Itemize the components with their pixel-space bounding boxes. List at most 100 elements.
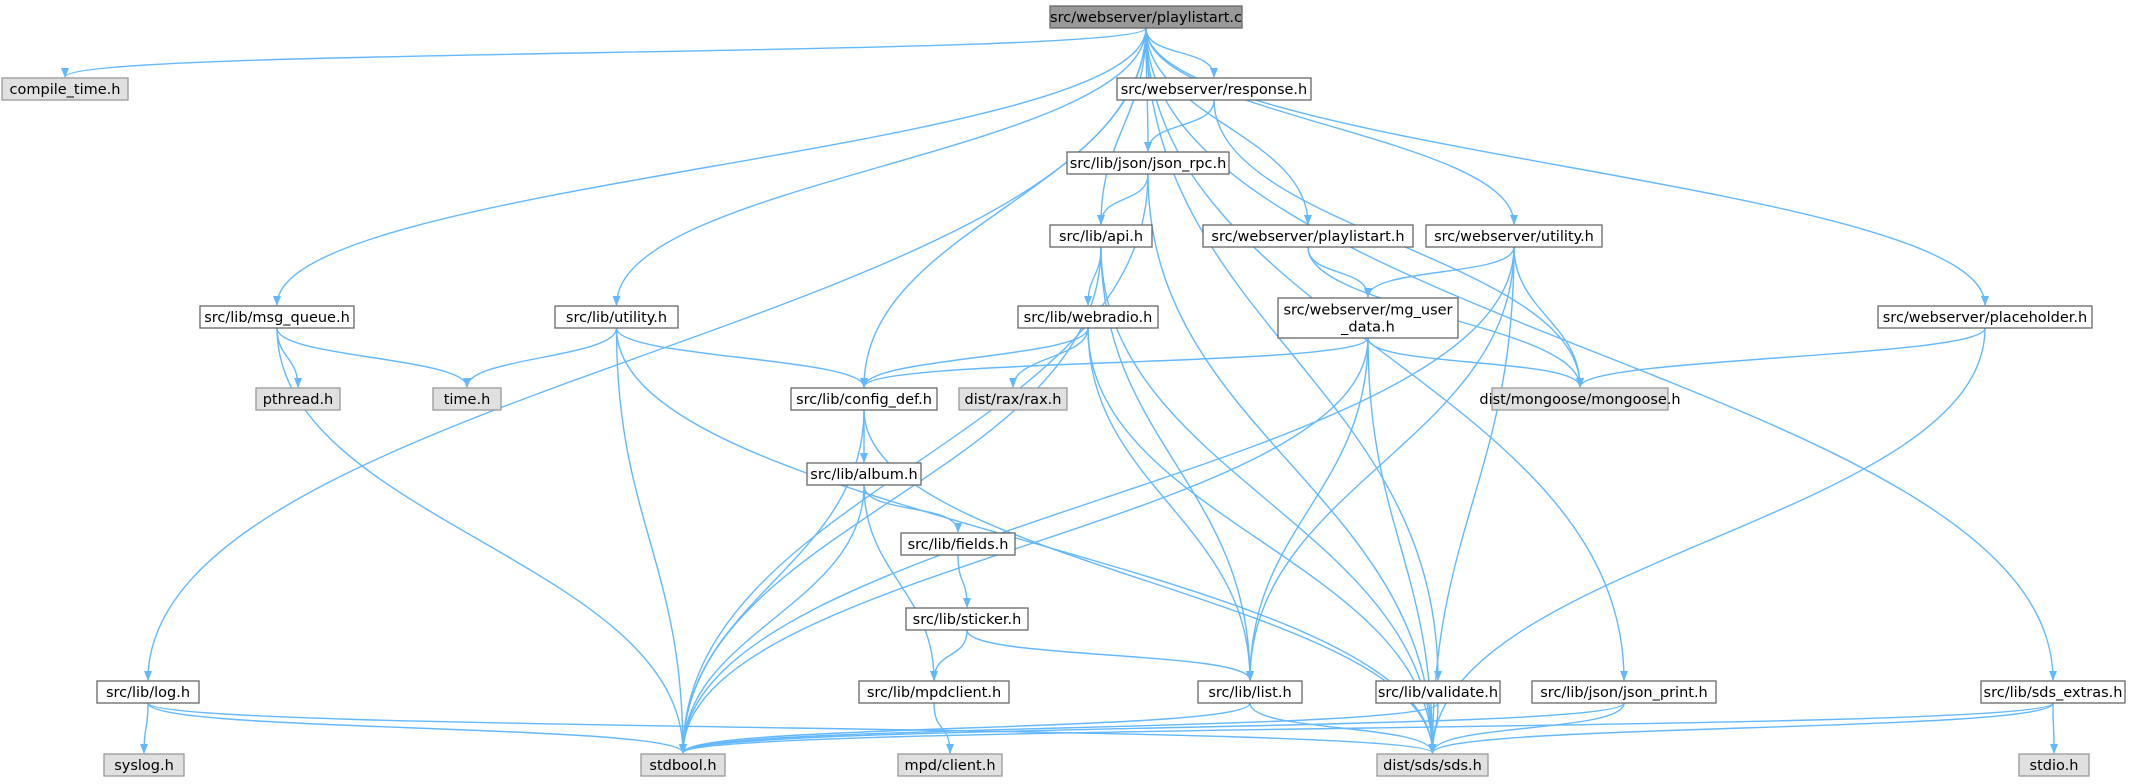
node-label: src/webserver/playlistart.h (1211, 229, 1404, 245)
node-rax: dist/rax/rax.h (958, 387, 1068, 411)
edge-ws_utility-to-mongoose (1513, 246, 1584, 388)
node-box (1049, 224, 1153, 248)
node-placeholder[interactable]: src/webserver/placeholder.h (1877, 305, 2093, 329)
edge-sds_extras-to-stdio (2049, 702, 2058, 754)
node-box (897, 753, 1003, 777)
node-label: dist/sds/sds.h (1383, 758, 1482, 774)
edge-config_def-to-stdbool (679, 409, 865, 754)
node-label: src/lib/json/json_print.h (1540, 685, 1708, 701)
node-stdio: stdio.h (2018, 753, 2090, 777)
edge-log-to-stdbool (147, 702, 687, 754)
node-json-print[interactable]: src/lib/json/json_print.h (1531, 680, 1717, 704)
node-label: src/lib/album.h (810, 467, 917, 483)
edge-album-to-fields (863, 484, 962, 533)
node-label: src/lib/fields.h (908, 537, 1009, 553)
edge-root-to-log (144, 27, 1147, 681)
node-label: src/webserver/playlistart.c (1050, 10, 1242, 26)
node-list[interactable]: src/lib/list.h (1197, 680, 1303, 704)
edge-placeholder-to-sds (1428, 327, 1986, 754)
node-stdbool: stdbool.h (640, 753, 726, 777)
node-sds-extras[interactable]: src/lib/sds_extras.h (1980, 680, 2126, 704)
node-label: src/lib/list.h (1208, 685, 1291, 701)
node-label: stdbool.h (649, 758, 716, 774)
edge-placeholder-to-mongoose (1576, 327, 1986, 388)
node-compile-time: compile_time.h (1, 77, 129, 101)
edge-msg_queue-to-time (276, 327, 471, 388)
node-mpdclient[interactable]: src/lib/mpdclient.h (858, 680, 1010, 704)
edge-ws_utility-to-mg_user_data (1364, 246, 1515, 298)
edge-json_rpc-to-sds (1147, 173, 1437, 754)
node-box (900, 532, 1016, 556)
edge-log-to-sds (147, 702, 1437, 754)
node-ws-utility[interactable]: src/webserver/utility.h (1425, 224, 1603, 248)
node-label: src/webserver/utility.h (1434, 229, 1594, 245)
node-lib-utility[interactable]: src/lib/utility.h (554, 305, 679, 329)
edge-ws_utility-to-sds (1428, 246, 1515, 754)
node-box (1066, 151, 1230, 175)
node-box (432, 387, 502, 411)
node-label: time.h (444, 392, 491, 408)
edge-album-to-stdbool (679, 484, 865, 754)
node-box (1425, 224, 1603, 248)
edge-root-to-api (1097, 27, 1147, 225)
edge-webradio-to-config_def (860, 327, 1089, 388)
node-sds: dist/sds/sds.h (1376, 753, 1489, 777)
node-box (1531, 680, 1717, 704)
node-fields[interactable]: src/lib/fields.h (900, 532, 1016, 556)
node-label: src/lib/config_def.h (796, 392, 932, 408)
node-label: pthread.h (263, 392, 334, 408)
node-validate[interactable]: src/lib/validate.h (1375, 680, 1501, 704)
node-mg-user-data[interactable]: src/webserver/mg_user_data.h (1277, 297, 1459, 339)
node-json-rpc[interactable]: src/lib/json/json_rpc.h (1066, 151, 1230, 175)
node-label: src/lib/api.h (1059, 229, 1143, 245)
node-label: dist/mongoose/mongoose.h (1479, 392, 1680, 408)
node-box (640, 753, 726, 777)
node-box (1116, 77, 1312, 101)
edge-mpdclient-to-mpd_client (933, 702, 954, 754)
node-box (790, 387, 938, 411)
node-label: syslog.h (114, 758, 174, 774)
node-box (96, 680, 200, 704)
edge-json_print-to-sds (1428, 702, 1625, 754)
edge-album-to-mpdclient (863, 484, 938, 681)
node-label: src/webserver/mg_user (1283, 303, 1452, 319)
node-api[interactable]: src/lib/api.h (1049, 224, 1153, 248)
edge-root-to-placeholder (1145, 27, 1989, 306)
node-log[interactable]: src/lib/log.h (96, 680, 200, 704)
node-msg-queue[interactable]: src/lib/msg_queue.h (199, 305, 355, 329)
edge-root-to-response (1145, 27, 1218, 78)
node-mongoose: dist/mongoose/mongoose.h (1479, 387, 1681, 411)
node-playlistart-h[interactable]: src/webserver/playlistart.h (1202, 224, 1414, 248)
edge-lib_utility-to-sds (615, 327, 1437, 754)
node-response[interactable]: src/webserver/response.h (1116, 77, 1312, 101)
node-sticker[interactable]: src/lib/sticker.h (905, 607, 1029, 631)
edge-log-to-syslog (140, 702, 149, 754)
edge-validate-to-stdbool (679, 702, 1439, 754)
edge-root-to-compile_time (61, 27, 1147, 78)
node-root: src/webserver/playlistart.c (1049, 5, 1243, 29)
edge-response-to-json_rpc (1144, 99, 1215, 152)
node-box (1980, 680, 2126, 704)
node-box (1017, 305, 1159, 329)
node-box (554, 305, 679, 329)
edge-ws_utility-to-list (1246, 246, 1515, 681)
node-config-def[interactable]: src/lib/config_def.h (790, 387, 938, 411)
edge-root-to-lib_utility (612, 27, 1147, 306)
node-label: mpd/client.h (904, 758, 995, 774)
node-box (1277, 297, 1459, 339)
edge-root-to-msg_queue (273, 27, 1147, 306)
node-label: src/lib/sds_extras.h (1984, 685, 2123, 701)
edge-webradio-to-rax (1009, 327, 1089, 388)
node-album[interactable]: src/lib/album.h (806, 462, 922, 486)
node-label: _data.h (1340, 320, 1395, 336)
edge-root-to-ws_utility (1145, 27, 1518, 225)
node-label: src/lib/msg_queue.h (204, 310, 350, 326)
node-box (2018, 753, 2090, 777)
node-time: time.h (432, 387, 502, 411)
edge-api-to-sds (1100, 246, 1437, 754)
nodes-layer: src/webserver/playlistart.c compile_time.… (1, 5, 2126, 777)
edge-sds_extras-to-sds (1428, 702, 2054, 754)
node-webradio[interactable]: src/lib/webradio.h (1017, 305, 1159, 329)
edge-webradio-to-list (1087, 327, 1254, 681)
